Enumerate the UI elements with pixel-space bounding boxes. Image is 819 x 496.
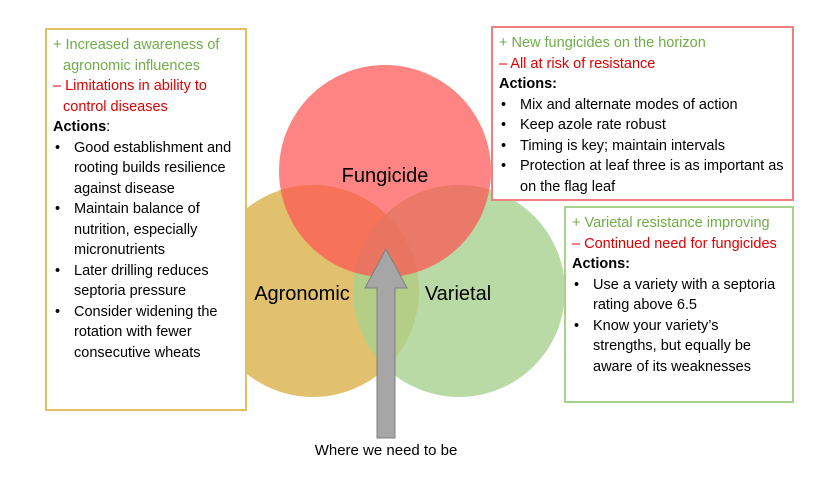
- fungicide-actions-label: Actions:: [499, 76, 557, 92]
- varietal-label: Varietal: [425, 283, 491, 305]
- agronomic-actions-label: Actions: [53, 119, 107, 135]
- fungicide-negative: – All at risk of resistance: [499, 55, 656, 72]
- agronomic-actions-colon: :: [106, 119, 111, 135]
- fungicide-box: + New fungicides on the horizon – All at…: [491, 26, 794, 201]
- fungicide-actions-list: Mix and alternate modes of action Keep a…: [499, 95, 786, 198]
- agronomic-actions-list: Good establishment and rooting builds re…: [53, 138, 239, 364]
- up-arrow-icon: [364, 247, 408, 439]
- list-item: Protection at leaf three is as important…: [499, 156, 786, 197]
- varietal-actions-label: Actions:: [572, 256, 630, 272]
- agronomic-actions-heading: Actions:: [53, 117, 239, 138]
- varietal-box: + Varietal resistance improving – Contin…: [564, 206, 794, 403]
- agronomic-box: + Increased awareness of agronomic influ…: [45, 28, 247, 411]
- list-item: Later drilling reduces septoria pressure: [53, 261, 239, 302]
- fungicide-circle: [279, 65, 491, 277]
- varietal-actions-list: Use a variety with a septoria rating abo…: [572, 275, 786, 378]
- list-item: Maintain balance of nutrition, especiall…: [53, 199, 239, 261]
- list-item: Know your variety’s strengths, but equal…: [572, 316, 786, 378]
- varietal-negative: – Continued need for fungicides: [572, 235, 777, 252]
- list-item: Mix and alternate modes of action: [499, 95, 786, 116]
- list-item: Timing is key; maintain intervals: [499, 136, 786, 157]
- agronomic-negative: – Limitations in ability to control dise…: [53, 78, 207, 115]
- fungicide-label: Fungicide: [342, 165, 429, 187]
- fungicide-positive: + New fungicides on the horizon: [499, 35, 706, 51]
- list-item: Consider widening the rotation with fewe…: [53, 302, 239, 364]
- arrow-caption: Where we need to be: [314, 442, 458, 459]
- list-item: Use a variety with a septoria rating abo…: [572, 275, 786, 316]
- varietal-positive: + Varietal resistance improving: [572, 215, 770, 231]
- list-item: Good establishment and rooting builds re…: [53, 138, 239, 200]
- agronomic-label: Agronomic: [254, 283, 350, 305]
- agronomic-positive: + Increased awareness of agronomic influ…: [53, 37, 220, 74]
- list-item: Keep azole rate robust: [499, 115, 786, 136]
